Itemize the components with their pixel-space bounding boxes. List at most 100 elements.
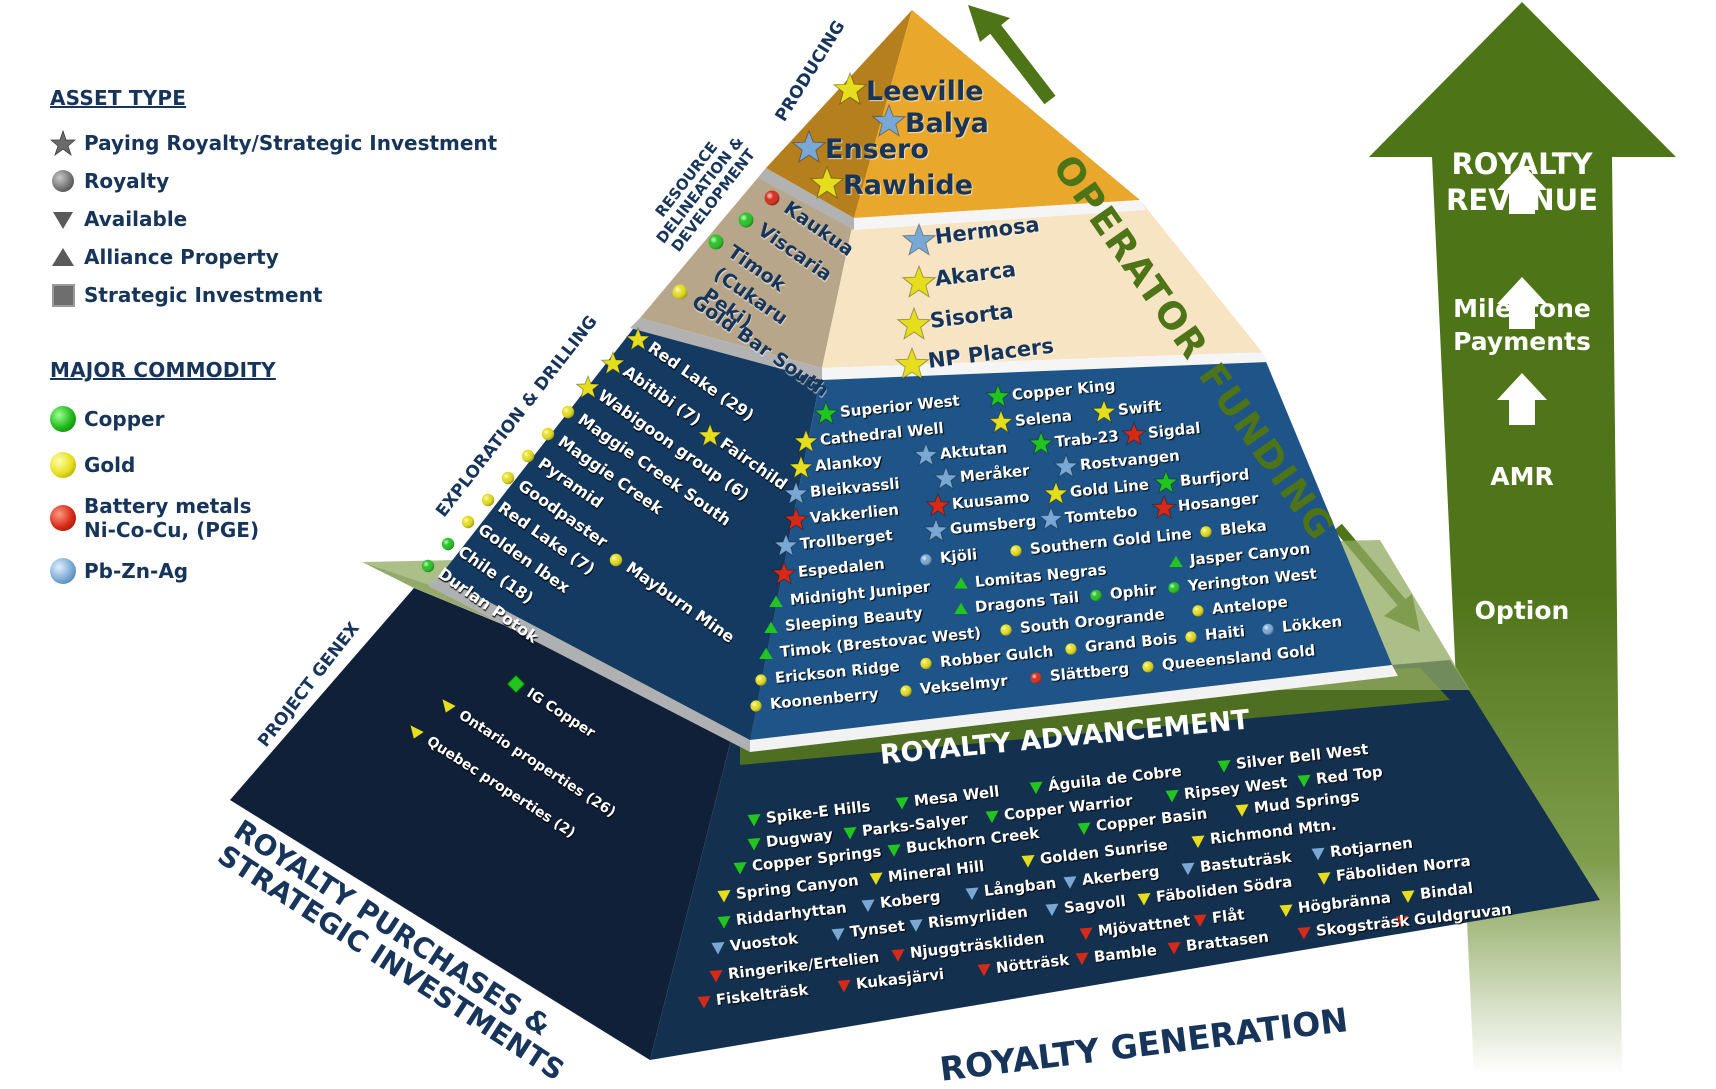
copper-down-icon: [843, 826, 857, 840]
copper-star-icon: [813, 400, 839, 425]
pbznag-down-icon: [711, 942, 725, 955]
pbznag-down-icon: [965, 887, 979, 900]
pbznag-star-icon: [1053, 453, 1079, 478]
gold-star-icon: [625, 326, 651, 351]
gold-ball-icon: [1185, 631, 1197, 643]
tier-exploration-edge-right: [750, 665, 1398, 752]
milestone-payments-line: Payments: [1453, 327, 1591, 356]
legend-item-strategic: Strategic Investment: [50, 276, 497, 314]
gold-ball-icon: [541, 427, 555, 441]
gold-down-icon: [717, 890, 731, 903]
battery-star-icon: [1151, 494, 1177, 520]
copper-down-icon: [747, 814, 761, 827]
battery-ball-icon: [1030, 672, 1042, 684]
gold-star-icon: [575, 374, 601, 399]
producing-asset-label: Rawhide: [843, 169, 974, 201]
copper-ball-icon: [738, 212, 754, 228]
square-icon: [50, 282, 76, 308]
pbznag-star-icon: [791, 129, 827, 163]
producing-asset-label: Ensero: [825, 133, 929, 165]
pbznag-down-icon: [1181, 862, 1195, 876]
tier-exploration-right: [750, 352, 1392, 740]
copper-tri-icon: [759, 647, 773, 659]
legend-item-pb-zn-ag: Pb-Zn-Ag: [50, 548, 497, 594]
pbznag-ball-icon: [1262, 623, 1274, 635]
gold-star-icon: [1091, 398, 1117, 424]
up-arrow-icon: [1497, 277, 1547, 329]
legend-label: Copper: [84, 407, 165, 431]
legend: ASSET TYPE Paying Royalty/Strategic Inve…: [50, 86, 497, 594]
exploration-asset-label: Ophir: [1109, 580, 1158, 603]
battery-star-icon: [771, 560, 797, 585]
gold-star-icon: [894, 346, 930, 380]
battery-ball-icon: [50, 505, 76, 531]
copper-ball-icon: [708, 234, 724, 250]
tier-royalty-generation-left: [230, 588, 736, 1060]
tier-producing-left: [766, 10, 912, 218]
gold-ball-icon: [461, 515, 475, 529]
gold-ball-icon: [481, 493, 495, 507]
copper-down-icon: [887, 844, 901, 857]
star-icon: [50, 130, 76, 156]
legend-item-available: Available: [50, 200, 497, 238]
legend-item-gold: Gold: [50, 442, 497, 488]
legend-label: Royalty: [84, 169, 170, 193]
tier-producing-edge: [758, 168, 854, 230]
gold-ball-icon: [1010, 545, 1022, 557]
copper-tri-icon: [764, 621, 778, 633]
gold-ball-icon: [501, 471, 515, 485]
gold-star-icon: [697, 422, 723, 447]
copper-star-icon: [1028, 430, 1054, 455]
gold-down-icon: [1235, 804, 1249, 817]
tier-exploration-left: [440, 320, 822, 740]
battery-star-icon: [783, 506, 809, 531]
gold-down-icon: [1317, 872, 1331, 885]
copper-ball-icon: [1090, 589, 1102, 602]
pbznag-star-icon: [773, 532, 799, 557]
gold-star-icon: [788, 454, 814, 479]
pbznag-star-icon: [933, 465, 959, 490]
pbznag-down-icon: [1311, 847, 1325, 861]
gold-star-icon: [901, 264, 937, 298]
copper-down-icon: [985, 810, 999, 824]
copper-ball-icon: [421, 559, 435, 573]
tier-exploration-edge: [428, 576, 750, 752]
battery-down-icon: [1167, 941, 1181, 955]
copper-down-icon: [1297, 774, 1311, 788]
battery-down-icon: [697, 996, 711, 1009]
tier-resource-edge: [630, 318, 822, 380]
gold-star-icon: [988, 409, 1014, 434]
battery-down-icon: [1079, 927, 1093, 940]
tier-resource-left: [640, 168, 854, 368]
pbznag-ball-icon: [50, 558, 76, 584]
producing-asset-label: Leeville: [866, 75, 984, 107]
gold-ball-icon: [1000, 624, 1012, 636]
pbznag-star-icon: [1038, 506, 1064, 531]
legend-label: Gold: [84, 453, 136, 477]
pbznag-down-icon: [909, 919, 923, 932]
gold-ball-icon: [672, 284, 688, 300]
battery-down-icon: [709, 970, 723, 983]
legend-item-alliance: Alliance Property: [50, 238, 497, 276]
legend-asset-type-title: ASSET TYPE: [50, 86, 187, 110]
gold-ball-icon: [920, 657, 932, 670]
amr-step: AMR: [1490, 462, 1554, 491]
triangle-down-icon: [50, 206, 76, 232]
gold-ball-icon: [521, 449, 535, 463]
royalty-revenue-title-line: REVENUE: [1445, 183, 1599, 217]
gold-star-icon: [896, 306, 932, 340]
gold-tri-right-icon: [410, 725, 424, 739]
battery-down-icon: [1075, 952, 1089, 966]
tier-resource-edge-right: [822, 352, 1268, 380]
copper-tri-icon: [769, 595, 783, 607]
gold-down-icon: [1137, 893, 1151, 906]
copper-square-icon: [506, 674, 526, 694]
copper-down-icon: [717, 916, 731, 929]
legend-item-paying-royalty: Paying Royalty/Strategic Investment: [50, 124, 497, 162]
arrow-up-left-icon: [968, 5, 1010, 42]
gold-ball-icon: [561, 405, 575, 419]
up-arrow-icon: [1497, 373, 1547, 425]
copper-down-icon: [1165, 789, 1179, 803]
